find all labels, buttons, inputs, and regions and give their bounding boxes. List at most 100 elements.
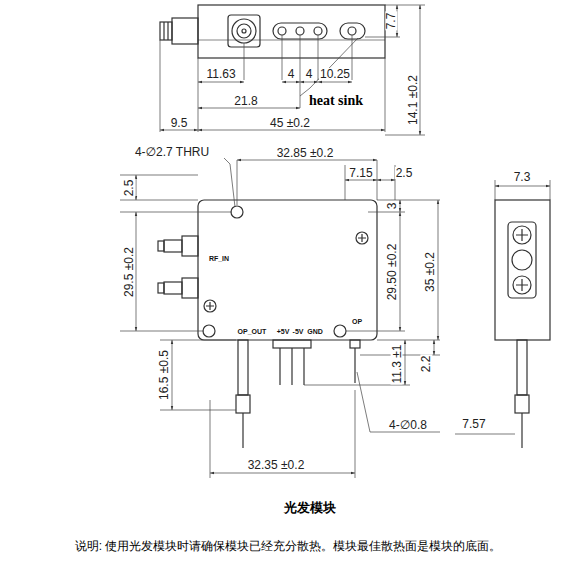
hole-callout: 4-∅2.7 THRU bbox=[134, 146, 210, 158]
side-view-stroke bbox=[513, 226, 531, 244]
front-dimensions-stroke bbox=[210, 400, 211, 478]
front-dimensions-stroke bbox=[136, 212, 137, 331]
top-view-stroke bbox=[198, 40, 385, 41]
front-view-stroke bbox=[182, 278, 198, 298]
dimension: 11.3 ±1 bbox=[391, 343, 403, 384]
side-dimensions bbox=[455, 180, 550, 434]
caption: 光发模块 bbox=[283, 501, 337, 514]
front-view-stroke bbox=[334, 325, 346, 337]
dimension: 2.5 bbox=[123, 179, 135, 198]
top-view-stroke bbox=[278, 27, 286, 35]
top-dimensions-stroke bbox=[198, 108, 300, 109]
side-view-stroke bbox=[515, 395, 529, 413]
front-view-stroke bbox=[358, 234, 366, 242]
side-view-stroke bbox=[516, 279, 528, 291]
dimension: 45 ±0.2 bbox=[269, 117, 311, 129]
front-dimensions bbox=[120, 158, 440, 478]
side-view-stroke bbox=[508, 222, 536, 298]
front-view-stroke bbox=[291, 348, 292, 385]
pin-name: +5V bbox=[276, 328, 291, 335]
front-dimensions-stroke bbox=[345, 180, 377, 181]
dimension: 21.8 bbox=[233, 95, 258, 107]
top-view-stroke bbox=[163, 22, 164, 40]
dimension: 7.7 bbox=[385, 12, 397, 31]
dimension: 2.5 bbox=[395, 167, 414, 179]
front-dimensions-stroke bbox=[346, 331, 405, 332]
dimension: 7.15 bbox=[348, 167, 373, 179]
front-view-stroke bbox=[350, 340, 360, 348]
top-view-stroke bbox=[232, 19, 256, 43]
top-view-stroke bbox=[228, 15, 260, 47]
dimension: 29.50 ±0.2 bbox=[386, 243, 398, 302]
front-view-stroke bbox=[273, 340, 311, 348]
top-view-stroke bbox=[160, 22, 172, 40]
side-view-stroke bbox=[517, 340, 527, 395]
top-dimensions-stroke bbox=[160, 40, 161, 132]
pin-name: GND bbox=[306, 328, 324, 335]
top-view-stroke bbox=[237, 24, 251, 38]
top-dimensions bbox=[160, 5, 425, 135]
side-dimensions-stroke bbox=[455, 434, 515, 435]
side-view-stroke bbox=[516, 229, 528, 241]
top-view bbox=[160, 5, 385, 58]
front-view-stroke bbox=[206, 302, 214, 310]
dimension: 9.5 bbox=[170, 117, 189, 129]
front-dimensions-stroke bbox=[377, 180, 395, 181]
front-dimensions-stroke bbox=[438, 200, 439, 340]
front-view-stroke bbox=[242, 413, 243, 448]
front-dimensions-stroke bbox=[304, 385, 410, 386]
top-dimensions-stroke bbox=[385, 135, 425, 136]
front-view-stroke bbox=[356, 232, 368, 244]
dimension: 16.5 ±0.5 bbox=[158, 349, 170, 401]
front-dimensions-stroke bbox=[368, 212, 405, 213]
dimension: 10.25 bbox=[319, 68, 351, 80]
connector-name: RF_IN bbox=[208, 255, 230, 262]
dimension: 4 bbox=[305, 68, 314, 80]
top-view-stroke bbox=[314, 27, 322, 35]
top-dimensions-stroke bbox=[198, 58, 199, 132]
front-dimensions-stroke bbox=[172, 340, 173, 410]
part-label: heat sink bbox=[308, 94, 364, 108]
dimension: 14.1 ±0.2 bbox=[407, 74, 419, 126]
top-dimensions-stroke bbox=[300, 35, 301, 108]
front-dimensions-stroke bbox=[237, 160, 238, 205]
front-dimensions-stroke bbox=[400, 212, 401, 331]
pin-callout: 4-∅0.8 bbox=[388, 419, 428, 431]
front-dimensions-stroke bbox=[377, 340, 440, 341]
dimension: 7.57 bbox=[461, 418, 486, 430]
front-view-stroke bbox=[198, 200, 377, 340]
top-view-stroke bbox=[340, 23, 365, 39]
front-view-stroke bbox=[303, 348, 304, 385]
top-dimensions-stroke bbox=[198, 130, 385, 131]
front-view-stroke bbox=[164, 240, 182, 252]
side-view-stroke bbox=[512, 250, 532, 270]
top-dimensions-stroke bbox=[318, 82, 352, 83]
front-dimensions-stroke bbox=[237, 160, 377, 161]
dimension: 35 ±0.2 bbox=[424, 251, 436, 293]
front-dimensions-stroke bbox=[355, 390, 356, 478]
top-dimensions-stroke bbox=[300, 38, 358, 96]
top-dimensions-stroke bbox=[385, 58, 386, 132]
top-dimensions-stroke bbox=[352, 35, 353, 80]
front-dimensions-stroke bbox=[160, 410, 236, 411]
top-dimensions-stroke bbox=[282, 35, 283, 80]
dimension: 11.63 bbox=[205, 68, 236, 80]
front-dimensions-stroke bbox=[120, 175, 198, 176]
front-dimensions-stroke bbox=[210, 473, 355, 474]
top-dimensions-stroke bbox=[282, 82, 300, 83]
side-dimensions-stroke bbox=[550, 180, 551, 200]
dimension: 32.35 ±0.2 bbox=[247, 459, 306, 471]
top-view-stroke bbox=[167, 22, 168, 40]
front-view-stroke bbox=[231, 206, 243, 218]
note-text: 说明: 使用光发模块时请确保模块已经充分散热。模块最佳散热面是模块的底面。 bbox=[74, 540, 503, 552]
front-view-stroke bbox=[279, 348, 280, 385]
side-view bbox=[495, 200, 550, 448]
side-view-stroke bbox=[521, 413, 522, 448]
dimension: 29.5 ±0.2 bbox=[123, 246, 135, 298]
top-dimensions-stroke bbox=[365, 37, 400, 38]
front-dimensions-stroke bbox=[434, 340, 435, 355]
front-dimensions-stroke bbox=[345, 165, 346, 200]
side-dimensions-stroke bbox=[495, 180, 496, 200]
